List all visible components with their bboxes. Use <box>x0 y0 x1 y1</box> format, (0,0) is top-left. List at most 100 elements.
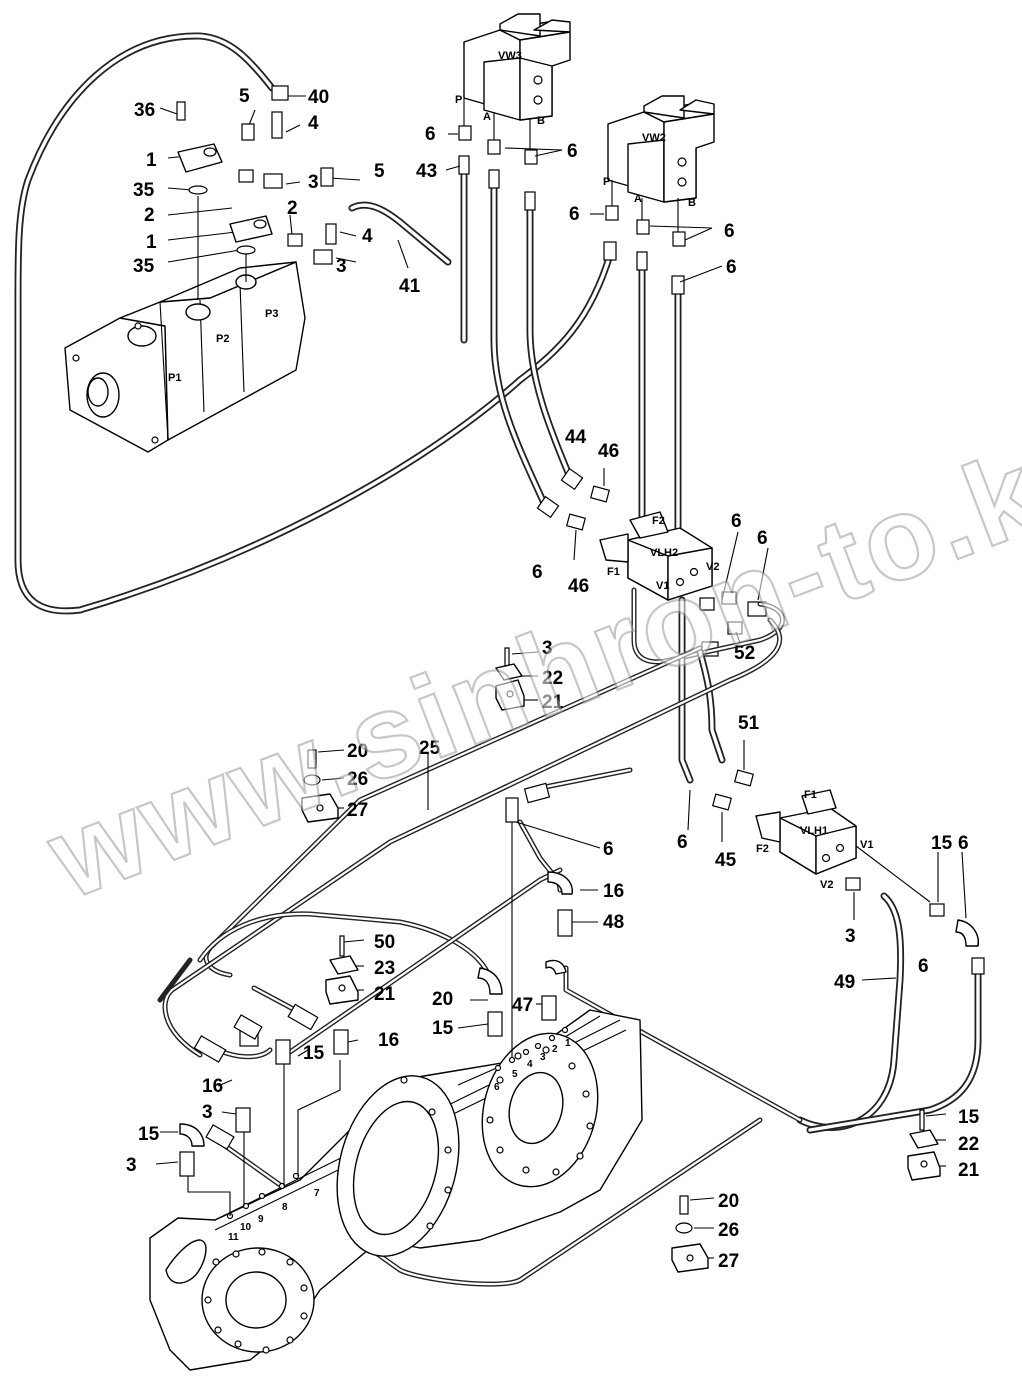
callout-1: 1 <box>146 150 157 171</box>
callout-25: 25 <box>419 738 441 759</box>
valve-vlh1: VLH1 F1 F2 V1 V2 <box>755 789 931 903</box>
port-block-lower <box>226 1172 300 1220</box>
callout-15: 15 <box>432 1018 454 1039</box>
port-8-label: 8 <box>282 1202 288 1213</box>
valve-vw3: VW3 P A B <box>455 13 571 150</box>
vlh2-port-f1: F1 <box>607 566 620 578</box>
hose-vw3-b <box>526 194 576 486</box>
callout-5: 5 <box>374 161 385 182</box>
callout-49: 49 <box>834 972 855 993</box>
callout-16: 16 <box>603 881 624 902</box>
callout-4: 4 <box>362 226 373 247</box>
callout-21: 21 <box>374 984 396 1005</box>
callout-4: 4 <box>308 113 319 134</box>
adapter-fittings-6 <box>448 125 713 247</box>
pump-p3-label: P3 <box>265 308 278 320</box>
callout-15: 15 <box>138 1124 160 1145</box>
port-5-label: 5 <box>512 1069 518 1080</box>
callout-22: 22 <box>958 1134 979 1155</box>
valve-vlh2: VLH2 F1 F2 V1 V2 <box>599 511 719 601</box>
vlh1-port-f1: F1 <box>804 789 817 801</box>
vlh1-port-v2: V2 <box>820 879 833 891</box>
vlh1-label: VLH1 <box>800 825 828 837</box>
hose-end-fittings <box>445 155 723 519</box>
callout-3: 3 <box>202 1102 213 1123</box>
vw2-port-b: B <box>688 197 696 209</box>
frame-fittings <box>155 797 601 1216</box>
clamp-upper <box>495 647 539 711</box>
callout-23: 23 <box>374 958 395 979</box>
pump-p1-label: P1 <box>168 372 181 384</box>
pump-pressure-hose <box>14 32 614 615</box>
callout-3: 3 <box>845 926 856 947</box>
callout-47: 47 <box>512 995 533 1016</box>
callout-2: 2 <box>287 198 298 219</box>
valve-vw2: VW2 P A B <box>603 95 715 232</box>
callout-16: 16 <box>378 1030 399 1051</box>
callout-6: 6 <box>757 528 768 549</box>
mast-frame: 1 2 3 4 5 6 7 8 9 10 11 <box>149 1009 643 1371</box>
pump-flanges <box>176 85 337 265</box>
callout-6: 6 <box>958 833 969 854</box>
callout-3: 3 <box>126 1155 137 1176</box>
callout-20: 20 <box>718 1191 739 1212</box>
port-3-label: 3 <box>540 1052 546 1063</box>
port-11-label: 11 <box>228 1232 239 1243</box>
callout-6: 6 <box>425 124 436 145</box>
bolt-holes <box>204 1046 594 1354</box>
callout-15: 15 <box>931 833 953 854</box>
vlh2-port-v2: V2 <box>706 561 719 573</box>
port-10-label: 10 <box>240 1222 252 1233</box>
callout-15: 15 <box>303 1043 325 1064</box>
tandem-gear-pump: P1 P2 P3 <box>64 261 306 453</box>
vw2-label: VW2 <box>642 132 666 144</box>
callout-44: 44 <box>565 427 587 448</box>
callout-20: 20 <box>347 741 368 762</box>
callout-6: 6 <box>603 839 614 860</box>
callout-15: 15 <box>958 1107 980 1128</box>
vlh2-port-v1: V1 <box>656 580 669 592</box>
hose-49 <box>806 957 985 1134</box>
hose-41 <box>348 201 452 266</box>
callout-21: 21 <box>542 692 564 713</box>
callout-35: 35 <box>133 180 155 201</box>
callout-16: 16 <box>202 1076 223 1097</box>
port-6-label: 6 <box>494 1082 500 1093</box>
callout-6: 6 <box>731 511 742 532</box>
vlh2-port-f2: F2 <box>652 515 665 527</box>
callout-6: 6 <box>567 141 578 162</box>
callout-51: 51 <box>738 713 760 734</box>
callout-6: 6 <box>532 562 543 583</box>
callout-41: 41 <box>399 276 421 297</box>
callout-50: 50 <box>374 932 395 953</box>
port-4-label: 4 <box>527 1059 533 1070</box>
callout-1: 1 <box>146 232 157 253</box>
callout-2: 2 <box>144 205 155 226</box>
vlh1-port-v1: V1 <box>860 839 873 851</box>
port-2-label: 2 <box>552 1044 558 1055</box>
pump-p2-label: P2 <box>216 333 229 345</box>
callout-3: 3 <box>308 172 319 193</box>
callout-21: 21 <box>958 1160 980 1181</box>
callout-3: 3 <box>542 638 553 659</box>
callout-45: 45 <box>715 850 737 871</box>
vw3-port-a: A <box>483 111 491 123</box>
callout-35: 35 <box>133 256 155 277</box>
callout-6: 6 <box>677 832 688 853</box>
port-1-label: 1 <box>565 1038 571 1049</box>
callout-46: 46 <box>598 441 619 462</box>
clamp-right <box>907 1109 947 1181</box>
clamp-mid <box>301 749 345 823</box>
vlh2-label: VLH2 <box>650 547 678 559</box>
callout-6: 6 <box>724 221 735 242</box>
callout-5: 5 <box>239 86 250 107</box>
port-9-label: 9 <box>258 1214 264 1225</box>
callout-26: 26 <box>347 769 368 790</box>
callout-26: 26 <box>718 1220 739 1241</box>
callout-27: 27 <box>718 1251 739 1272</box>
vlh1-port-f2: F2 <box>756 843 769 855</box>
callout-6: 6 <box>918 956 929 977</box>
callout-22: 22 <box>542 668 563 689</box>
callout-36: 36 <box>134 100 155 121</box>
